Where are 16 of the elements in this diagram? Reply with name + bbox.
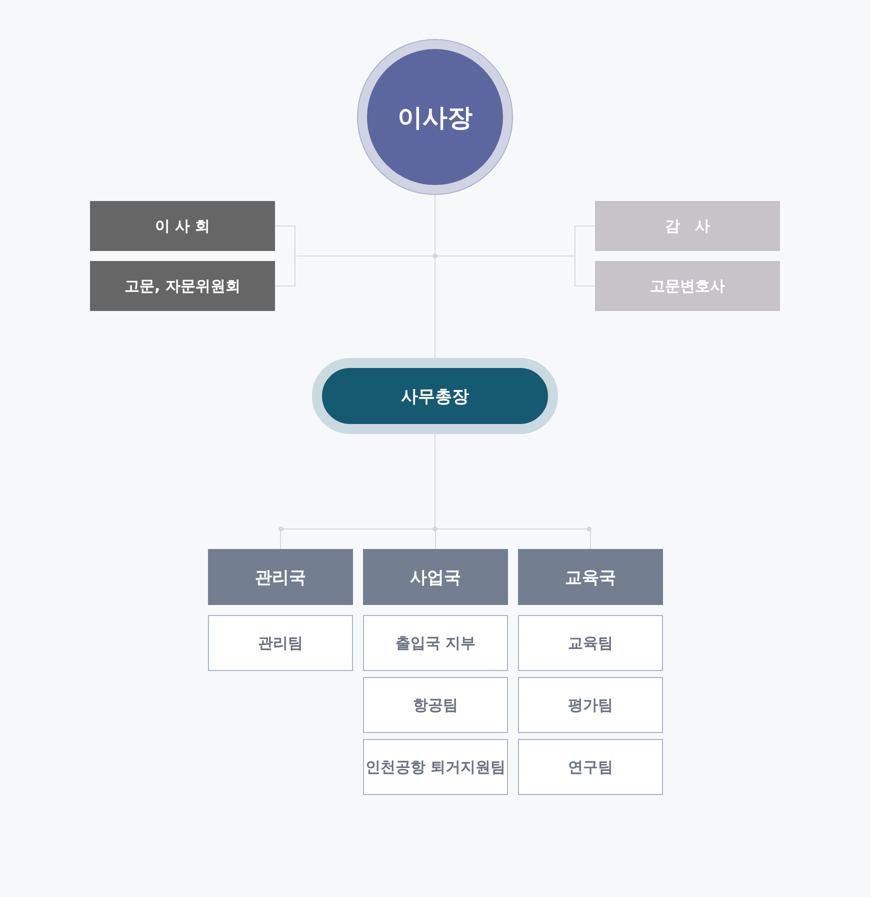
team-box: 출입국 지부: [363, 615, 508, 671]
department-box: 관리국: [208, 549, 353, 605]
department-box: 사업국: [363, 549, 508, 605]
team-box: 인천공항 퇴거지원팀: [363, 739, 508, 795]
secretary-general-pill: 사무총장: [312, 358, 558, 434]
team-box: 연구팀: [518, 739, 663, 795]
board-box: 이 사 회: [90, 201, 275, 251]
audit-box: 감 사: [595, 201, 780, 251]
team-box: 항공팀: [363, 677, 508, 733]
chairman-circle: 이사장: [358, 40, 512, 194]
team-box: 평가팀: [518, 677, 663, 733]
audit-box: 고문변호사: [595, 261, 780, 311]
team-box: 관리팀: [208, 615, 353, 671]
team-box: 교육팀: [518, 615, 663, 671]
department-box: 교육국: [518, 549, 663, 605]
board-box: 고문, 자문위원회: [90, 261, 275, 311]
